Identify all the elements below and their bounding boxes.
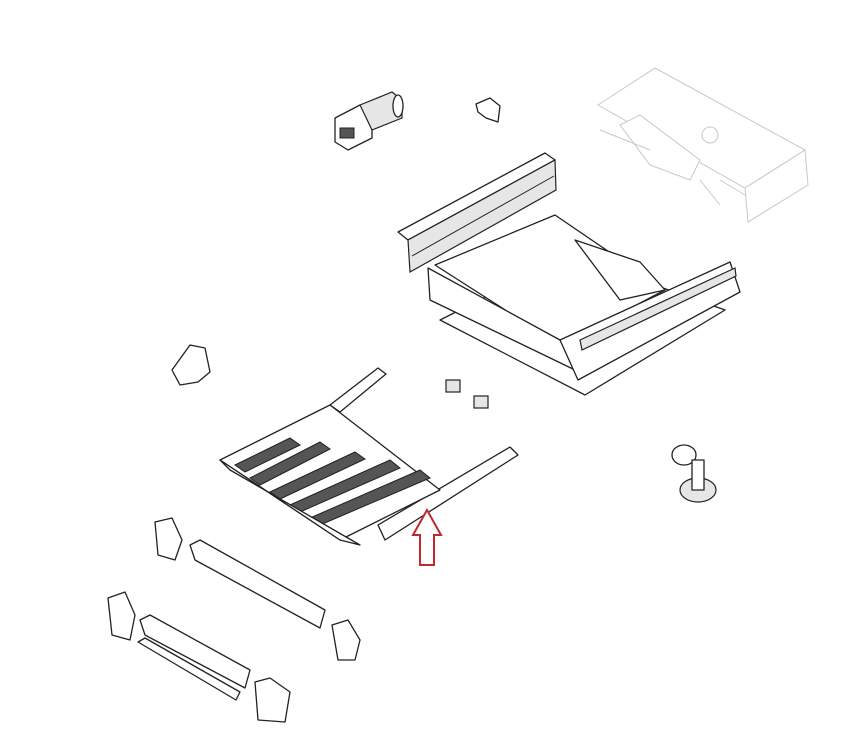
small-bracket bbox=[475, 97, 501, 123]
upper-slide-rail bbox=[397, 152, 557, 273]
step-frame bbox=[219, 367, 519, 546]
step-housing bbox=[427, 214, 741, 396]
gear-assembly bbox=[671, 444, 717, 503]
faded-mounting-plate bbox=[597, 67, 809, 223]
motor-part bbox=[334, 91, 404, 151]
up-arrow-icon bbox=[411, 507, 443, 566]
clip-pair bbox=[445, 379, 489, 409]
side-bracket bbox=[171, 344, 211, 386]
lower-trim-parts bbox=[107, 517, 361, 723]
